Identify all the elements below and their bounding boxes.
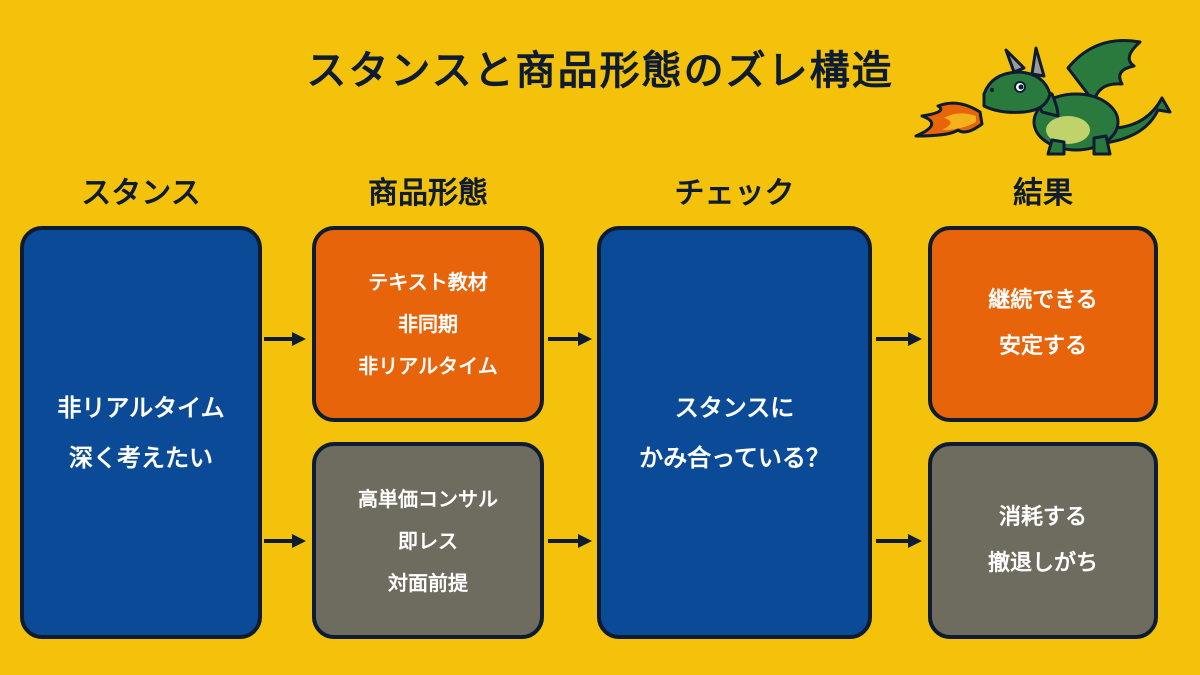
result-top-line: 安定する [998,334,1087,359]
result-bottom-line: 消耗する [998,504,1087,530]
product-bottom-line: 高単価コンサル [358,486,498,511]
arrow-stance-to-product-bottom [264,534,306,548]
check-line: かみ合っている？ [639,443,830,472]
result-box-top: 継続できる 安定する [928,226,1158,422]
product-top-line: テキスト教材 [368,270,488,294]
product-box-top: テキスト教材 非同期 非リアルタイム [312,226,544,422]
result-top-line: 継続できる [988,288,1098,313]
header-result: 結果 [1013,176,1073,211]
product-bottom-line: 対面前提 [388,570,468,595]
dragon-illustration [914,38,1172,156]
stance-line: 深く考えたい [69,443,213,472]
check-box: スタンスに かみ合っている？ [597,226,872,639]
check-line: スタンスに [674,393,795,422]
result-bottom-line: 撤退しがち [987,550,1098,576]
stance-box: 非リアルタイム 深く考えたい [20,226,262,639]
product-box-bottom: 高単価コンサル 即レス 対面前提 [312,442,544,639]
diagram-title: スタンスと商品形態のズレ構造 [306,48,894,94]
result-box-bottom: 消耗する 撤退しがち [928,442,1158,639]
arrow-check-to-result-top [876,332,922,346]
header-check: チェック [674,176,795,211]
arrow-stance-to-product-top [264,332,306,346]
header-product: 商品形態 [368,176,488,211]
product-top-line: 非リアルタイム [358,354,498,378]
product-top-line: 非同期 [398,312,458,336]
arrow-product-top-to-check [548,332,592,346]
header-stance: スタンス [81,176,201,211]
arrow-check-to-result-bottom [876,534,922,548]
product-bottom-line: 即レス [398,528,458,553]
stance-line: 非リアルタイム [57,393,225,422]
arrow-product-bottom-to-check [548,534,592,548]
